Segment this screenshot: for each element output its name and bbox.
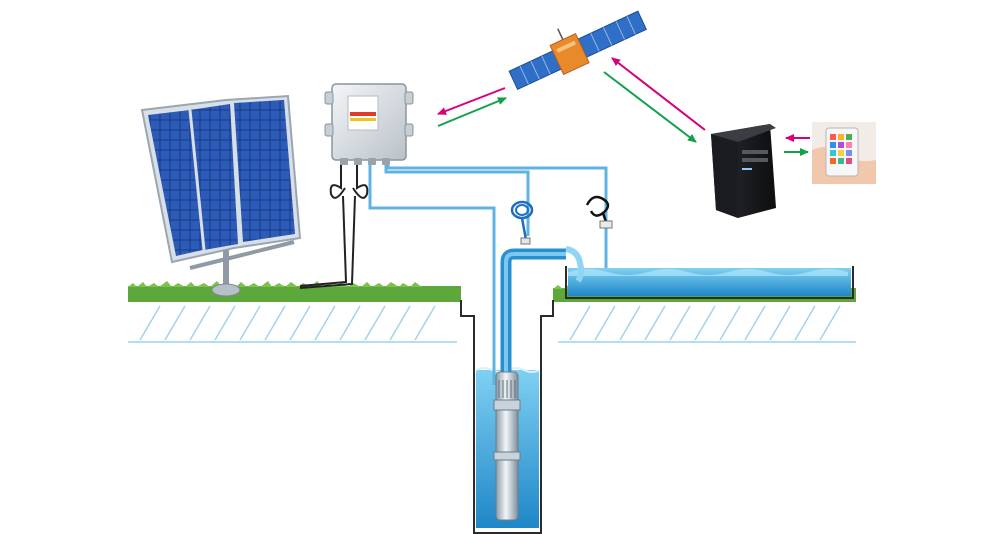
tank-level-sensor [585,195,613,229]
submersible-pump [493,371,521,521]
solar-panel-array [140,94,302,297]
uplink-arrow [437,87,506,115]
downlink-arrow [437,97,507,127]
solar-power-cables [299,162,369,289]
server-phone-link [784,134,810,156]
well-level-sensor [510,200,534,245]
ground-left [128,281,461,343]
app-grid [830,134,852,164]
pump-controller [324,83,414,165]
pump-cable [368,160,496,385]
downlink-arrow [603,71,697,143]
water-tank [565,266,854,299]
soil-hatch-left [128,305,457,343]
controller-satellite-link [437,87,507,127]
water-pipe [500,246,585,380]
well-sensor-cable [384,162,530,236]
uplink-arrow [611,57,706,131]
warning-label [350,112,376,116]
cable-glands [340,158,390,165]
satellite [508,10,647,91]
soil-hatch-right [558,305,856,343]
satellite-server-link [603,57,706,143]
solar-panel-stand [189,240,295,297]
server-tower [711,124,776,218]
tank-sensor-cable [386,164,608,268]
smartphone-app [812,122,876,184]
